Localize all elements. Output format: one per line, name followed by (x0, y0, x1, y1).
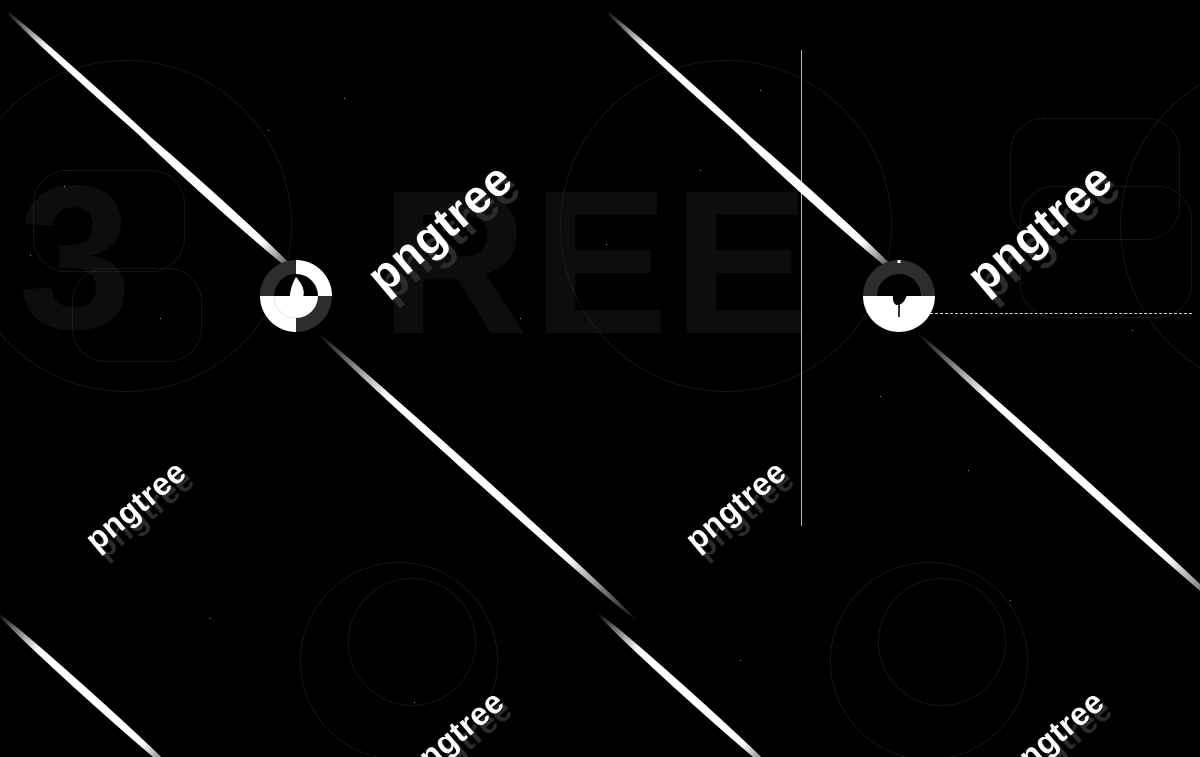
circle-outline (878, 578, 1006, 706)
vertical-rule (801, 50, 802, 526)
pngtree-leaf-logo (862, 259, 936, 333)
dashed-rule (930, 313, 1192, 314)
pngtree-leaf-logo-icon (260, 260, 332, 332)
arc-outline (560, 60, 892, 392)
circle-outline (348, 578, 476, 706)
circle-outline (300, 562, 498, 757)
circle-outline (830, 562, 1028, 757)
pngtree-leaf-logo-icon (863, 260, 935, 332)
pngtree-leaf-logo (259, 259, 333, 333)
